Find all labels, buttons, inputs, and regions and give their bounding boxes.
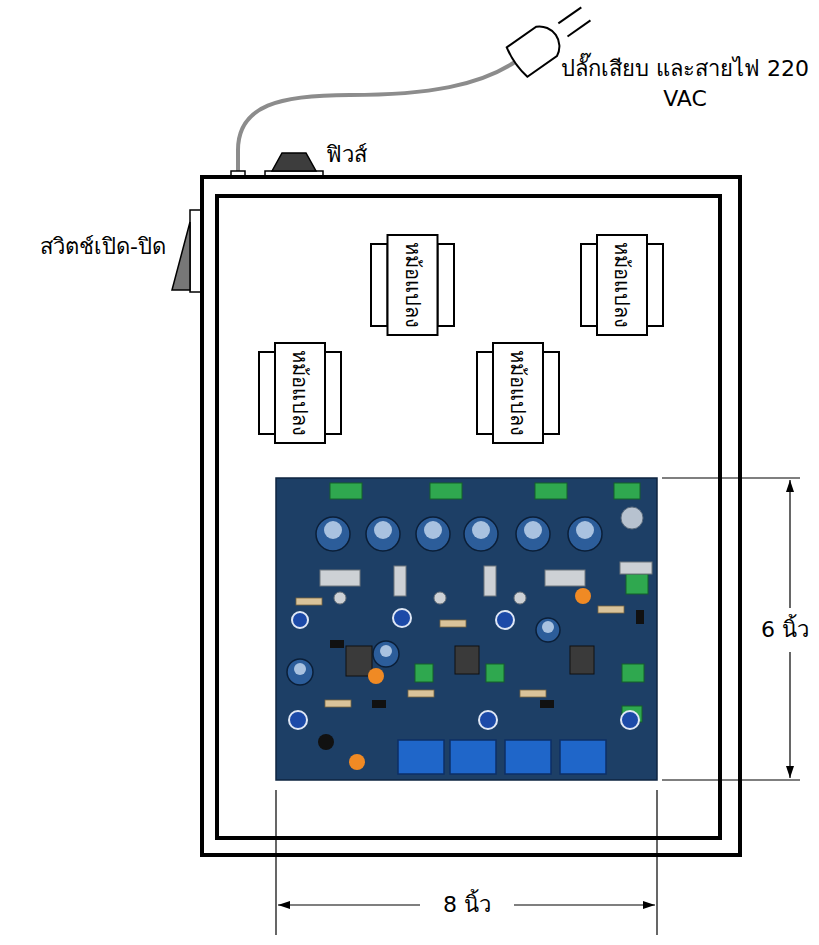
transformer-box: หม้อแปลง: [476, 342, 560, 444]
pcb-board: [276, 478, 657, 780]
switch-label: สวิตช์เปิด-ปิด: [0, 232, 166, 262]
transformer-box: หม้อแปลง: [370, 234, 455, 336]
enclosure-outer: [202, 177, 740, 855]
transformer-label: หม้อแปลง: [610, 242, 634, 328]
fuse-label: ฟิวส์: [326, 140, 367, 170]
power-cord: [238, 62, 515, 176]
transformer-label: หม้อแปลง: [401, 242, 425, 328]
dimension-lines: [276, 478, 800, 935]
enclosure-inner: [217, 196, 720, 838]
switch-symbol: [172, 210, 204, 292]
dimension-label: 6 นิ้ว: [757, 615, 813, 645]
transformer-box: หม้อแปลง: [580, 234, 664, 336]
fuse-symbol: [265, 153, 323, 178]
dimension-label: 8 นิ้ว: [439, 890, 495, 920]
transformer-box: หม้อแปลง: [258, 342, 342, 444]
transformer-label: หม้อแปลง: [288, 350, 312, 436]
transformer-label: หม้อแปลง: [506, 350, 530, 436]
plug-label: ปลั๊กเสียบ และสายไฟ 220 VAC: [560, 54, 810, 113]
